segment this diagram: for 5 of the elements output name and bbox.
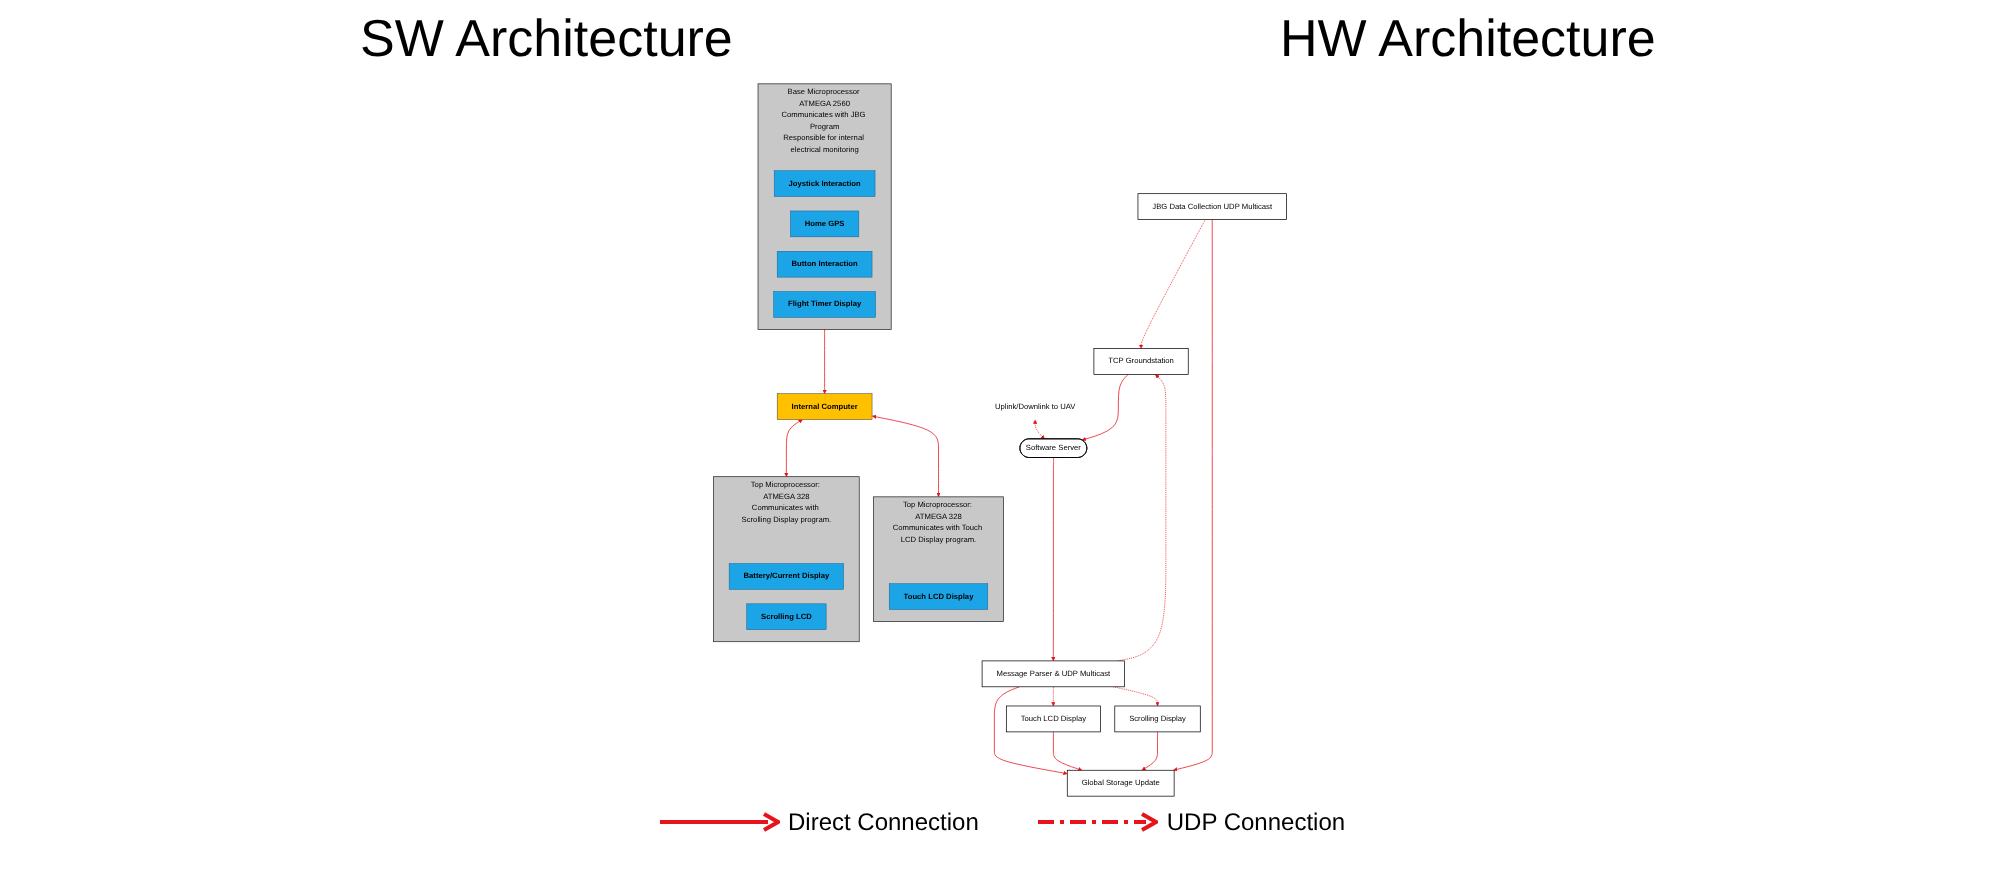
arrow [1033, 419, 1045, 440]
legend-text: UDP Connection [1166, 808, 1346, 836]
section-heading: SW Architecture [360, 8, 733, 70]
section-heading: HW Architecture [1280, 8, 1656, 70]
legend-text: Direct Connection [788, 808, 979, 836]
